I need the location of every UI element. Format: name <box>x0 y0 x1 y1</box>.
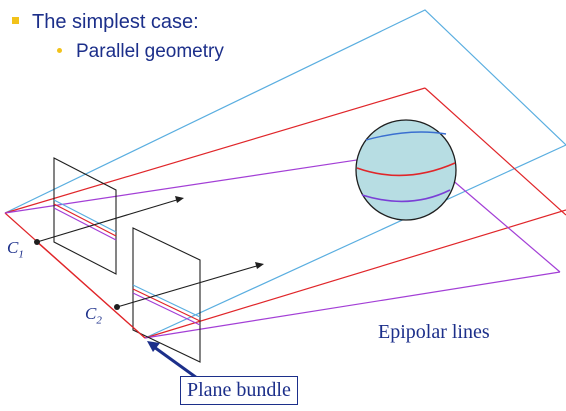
epipolar-line-c2-red <box>132 288 201 322</box>
epipolar-line-c1-purple <box>53 207 117 241</box>
purple-plane-upper <box>4 154 391 214</box>
red-plane <box>144 209 566 339</box>
bullet-level2-text: Parallel geometry <box>76 41 224 62</box>
epipolar-line-c2-blue <box>132 284 201 318</box>
camera2-optical-axis <box>116 264 261 308</box>
bullet-level1-text: The simplest case: <box>32 11 199 33</box>
camera1-arrow-head <box>175 196 184 203</box>
plane-bundle-arrow-head <box>147 341 160 352</box>
bullet-level1: The simplest case: <box>12 11 199 34</box>
sphere-red-curve <box>356 162 456 177</box>
epipolar-line-c2-purple <box>132 292 201 326</box>
camera2-label: C2 <box>85 304 102 327</box>
camera1-optical-axis <box>36 198 181 243</box>
epipolar-lines-label: Epipolar lines <box>378 321 490 343</box>
camera2-arrow-head <box>255 262 264 269</box>
camera1-label: C1 <box>7 238 24 261</box>
baseline <box>36 241 146 339</box>
camera2-image-plane <box>132 227 201 363</box>
epipolar-line-c1-blue <box>53 199 117 233</box>
epipolar-line-c1-red <box>53 203 117 237</box>
camera1-image-plane <box>53 157 117 275</box>
square-bullet-icon <box>12 17 19 24</box>
sphere-blue-curve <box>365 131 447 141</box>
sphere-purple-curve <box>361 189 451 203</box>
red-plane-upper <box>4 87 426 214</box>
red-plane-right <box>424 87 566 216</box>
purple-plane-lower <box>144 271 561 339</box>
plane-bundle-arrow <box>153 345 198 380</box>
blue-plane <box>4 9 566 339</box>
bullet-level2: Parallel geometry <box>57 41 224 63</box>
camera2-center <box>114 304 120 310</box>
camera1-center <box>34 239 40 245</box>
purple-plane-right <box>449 177 561 273</box>
dot-bullet-icon <box>57 48 62 53</box>
plane-bundle-label: Plane bundle <box>180 376 298 405</box>
sphere <box>355 119 457 221</box>
